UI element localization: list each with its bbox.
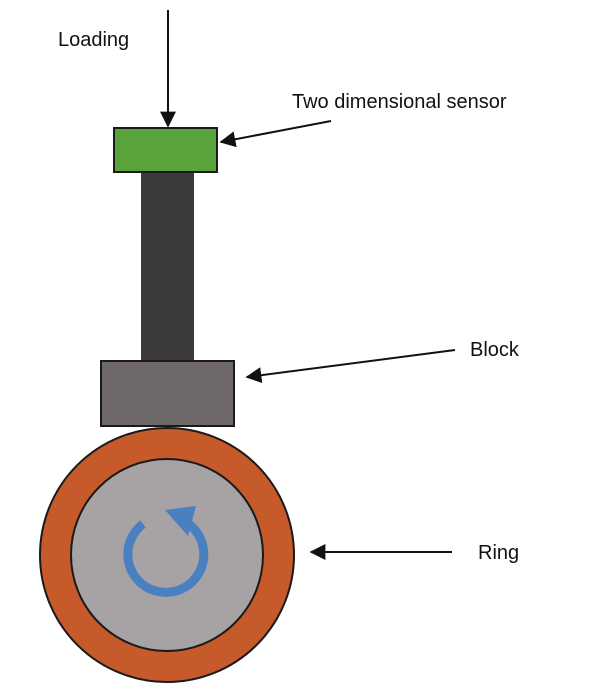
sensor-pointer-arrow [219,120,332,148]
shaft [141,172,194,362]
ring-label: Ring [478,542,520,564]
block-label: Block [470,339,519,361]
rotation-arrow-icon [123,506,209,597]
ring-inner [70,458,264,652]
two-dimensional-sensor [113,127,218,173]
loading-label: Loading [58,29,130,51]
block [100,360,235,427]
sensor-label: Two dimensional sensor [292,91,507,113]
block-pointer-arrow [245,349,456,384]
